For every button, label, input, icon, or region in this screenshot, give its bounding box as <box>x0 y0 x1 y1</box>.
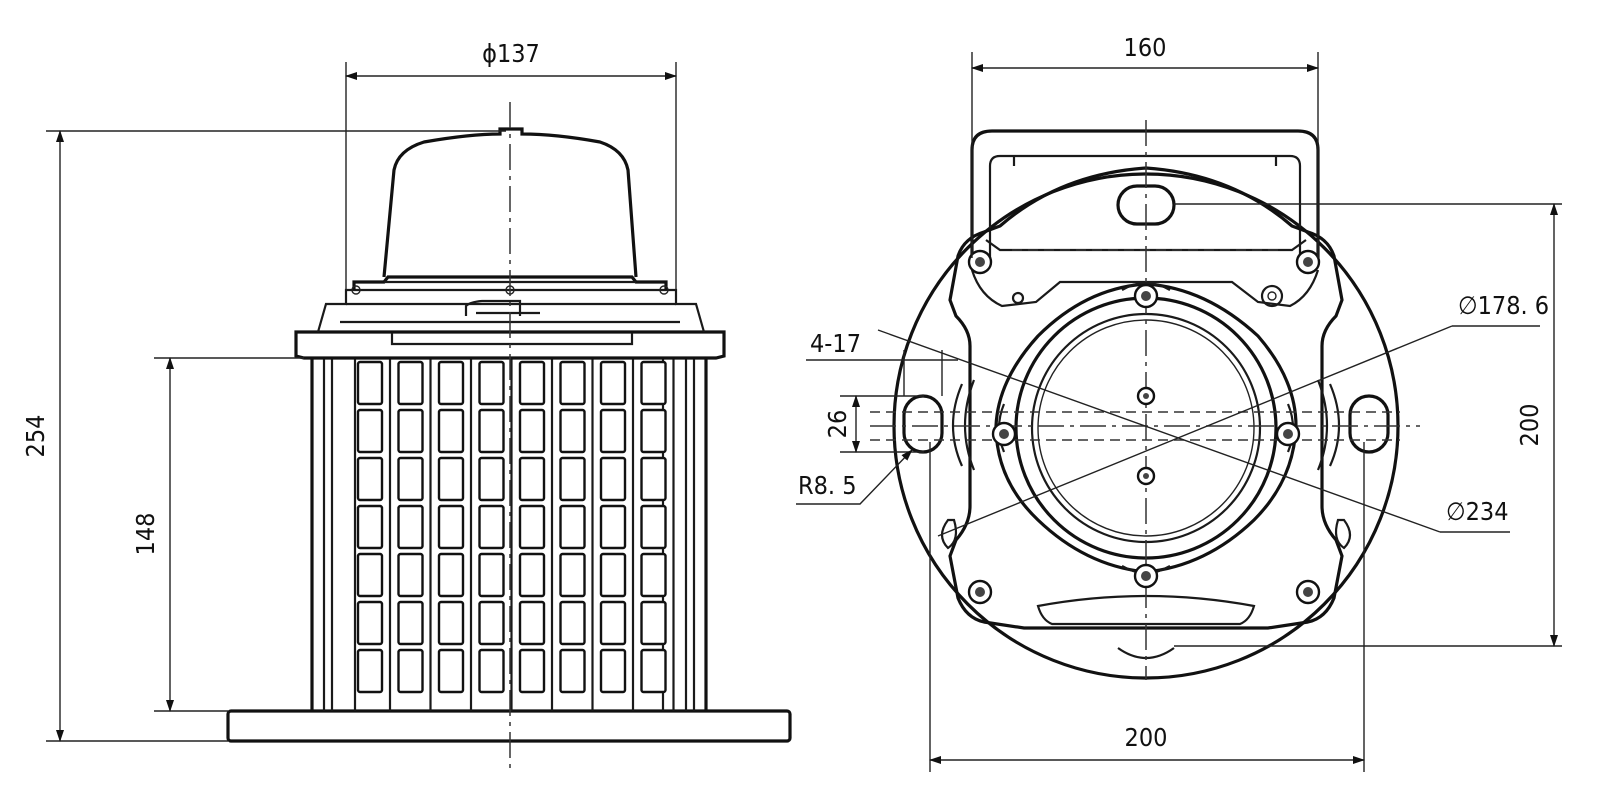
led-cell <box>599 408 627 454</box>
dim-height-148: 148 <box>131 357 304 712</box>
led-cell <box>559 408 586 454</box>
led-cell <box>478 360 505 406</box>
label-width-200: 200 <box>1125 723 1168 752</box>
label-height-254: 254 <box>21 415 50 458</box>
led-cell <box>518 504 546 550</box>
screws <box>967 249 1321 605</box>
led-cell <box>356 456 384 502</box>
led-cell <box>437 360 465 406</box>
led-cell <box>437 648 465 694</box>
led-cell <box>478 456 505 502</box>
led-grid <box>356 358 675 711</box>
label-slot-radius: R8. 5 <box>798 471 857 500</box>
led-cell <box>437 456 465 502</box>
top-view: 160 200 200 26 4-17 <box>796 33 1562 772</box>
label-height-148: 148 <box>131 513 160 556</box>
led-cell <box>518 600 546 646</box>
led-cell <box>559 552 586 598</box>
led-cell <box>518 552 546 598</box>
led-cell <box>640 504 667 550</box>
led-cell <box>599 456 627 502</box>
led-cell <box>478 552 505 598</box>
lens-dome <box>382 127 638 278</box>
led-cell <box>437 408 465 454</box>
base-plate <box>226 709 792 743</box>
dim-height-200: 200 <box>1174 203 1562 647</box>
right-slot <box>1348 394 1390 454</box>
dim-diameter-137: ϕ137 <box>345 39 677 290</box>
led-cell <box>559 504 586 550</box>
led-cell <box>397 552 424 598</box>
mount-bracket <box>948 166 1344 630</box>
screw-head <box>975 257 985 267</box>
led-cell <box>559 456 586 502</box>
carry-handle <box>970 129 1320 258</box>
led-cell <box>397 600 424 646</box>
label-bolt-holes: 4-17 <box>810 329 861 358</box>
label-slot-26: 26 <box>823 410 852 439</box>
led-cell <box>478 600 505 646</box>
led-cell <box>518 360 546 406</box>
led-cell <box>518 456 546 502</box>
led-cell <box>640 408 667 454</box>
led-cell <box>397 456 424 502</box>
led-cell <box>478 408 505 454</box>
front-view: ϕ137 254 148 <box>21 39 792 770</box>
led-cell <box>356 408 384 454</box>
left-slot <box>902 394 944 454</box>
led-cell <box>599 360 627 406</box>
callout-slot-radius: R8. 5 <box>796 449 913 505</box>
led-cell <box>599 552 627 598</box>
led-cell <box>437 600 465 646</box>
label-diameter-137: ϕ137 <box>482 39 540 68</box>
dim-height-254: 254 <box>21 130 506 742</box>
screw-head <box>1141 291 1151 301</box>
screw-head <box>1303 587 1313 597</box>
led-cell <box>437 552 465 598</box>
led-cell <box>356 360 384 406</box>
callout-bolt-holes: 4-17 <box>806 329 958 396</box>
led-cell <box>478 648 505 694</box>
led-cell <box>356 504 384 550</box>
led-cell <box>599 648 627 694</box>
led-cell <box>640 456 667 502</box>
led-cell <box>559 648 586 694</box>
led-cell <box>599 600 627 646</box>
led-cell <box>559 360 586 406</box>
led-cell <box>356 648 384 694</box>
label-inner-diameter: ∅178. 6 <box>1458 291 1549 320</box>
led-cell <box>356 600 384 646</box>
screw-head <box>999 429 1009 439</box>
led-cell <box>518 408 546 454</box>
screw-head <box>975 587 985 597</box>
led-cell <box>397 360 424 406</box>
screw-head <box>1141 571 1151 581</box>
led-cell <box>478 504 505 550</box>
dim-width-160: 160 <box>971 33 1319 258</box>
led-cell <box>518 648 546 694</box>
led-cell <box>640 648 667 694</box>
label-width-160: 160 <box>1124 33 1167 62</box>
led-cell <box>397 408 424 454</box>
label-height-200: 200 <box>1515 404 1544 447</box>
led-cell <box>356 552 384 598</box>
led-cell <box>640 360 667 406</box>
screw-head <box>1303 257 1313 267</box>
dim-width-200: 200 <box>929 442 1365 772</box>
led-cell <box>437 504 465 550</box>
callout-inner-diameter: ∅178. 6 <box>1452 291 1549 327</box>
led-cell <box>599 504 627 550</box>
callout-outer-diameter: ∅234 <box>1440 497 1510 533</box>
led-cell <box>640 600 667 646</box>
led-cell <box>640 552 667 598</box>
screw-head <box>1283 429 1293 439</box>
led-cell <box>559 600 586 646</box>
label-outer-diameter: ∅234 <box>1446 497 1509 526</box>
led-cell <box>397 648 424 694</box>
led-cell <box>397 504 424 550</box>
